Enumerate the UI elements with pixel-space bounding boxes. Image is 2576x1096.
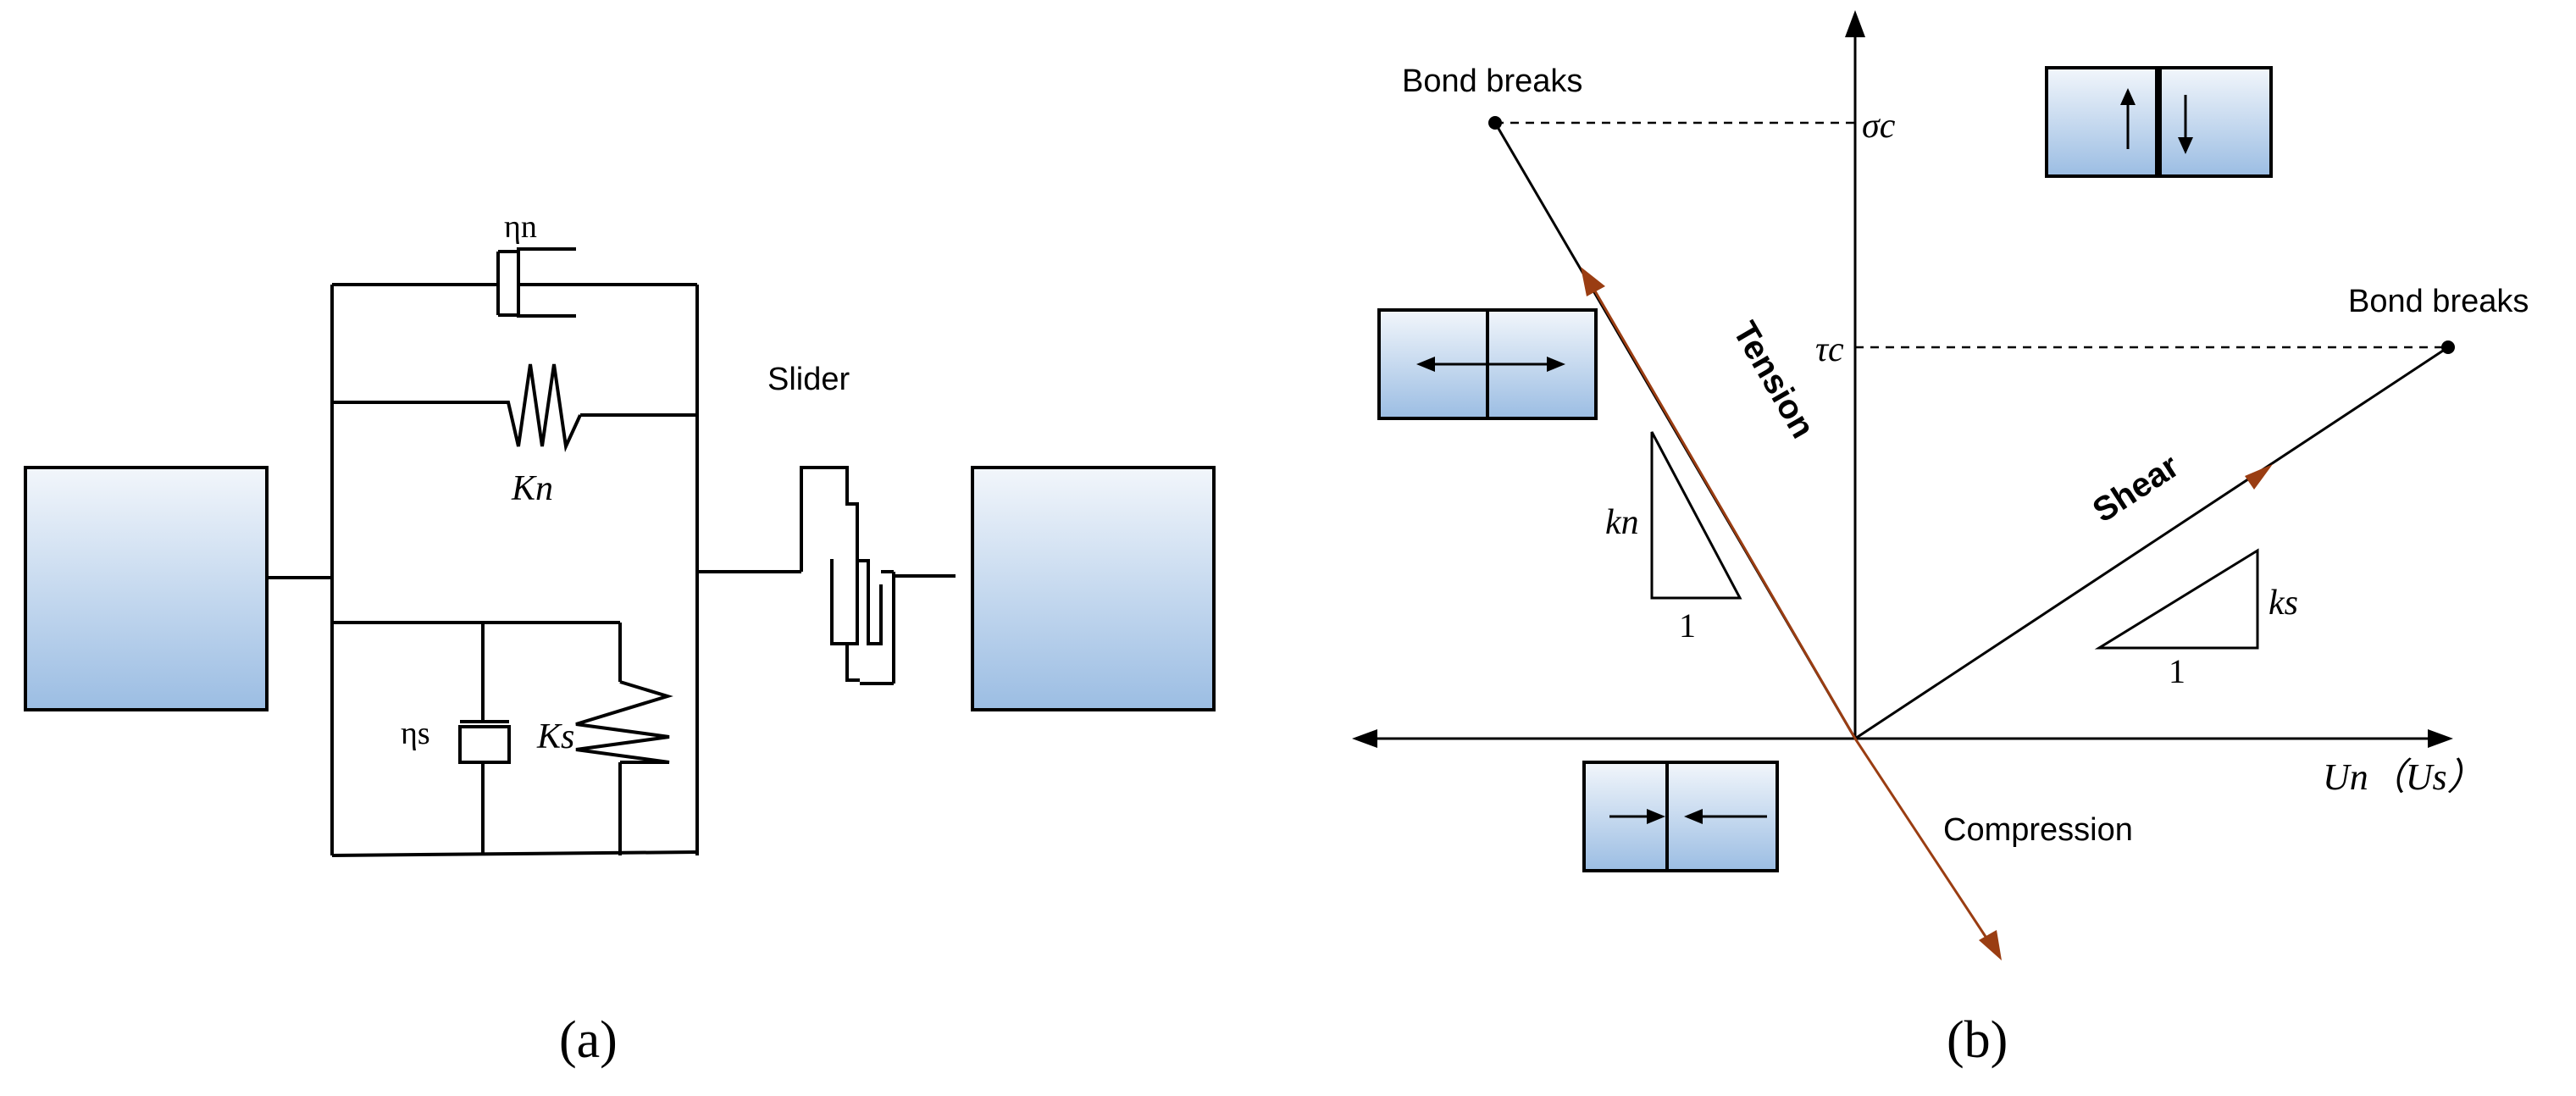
- bond-break-point-right: [2441, 340, 2455, 354]
- unit-one-right-label: 1: [2169, 652, 2185, 690]
- panel-a: ηn Kn ηs Ks Slider (a): [24, 209, 1216, 1069]
- spring-n-icon: [496, 363, 582, 452]
- bond-breaks-left-label: Bond breaks: [1402, 64, 1582, 99]
- caption-b: (b): [1947, 1011, 2008, 1069]
- dashpot-s-icon: [458, 720, 511, 764]
- shear-arrow-icon: [2245, 464, 2273, 490]
- shear-label: Shear: [2086, 447, 2185, 529]
- k-s-stiffness-label: ks: [2269, 584, 2298, 623]
- bond-break-point-left: [1488, 116, 1502, 130]
- tension-arrow-icon: [1581, 267, 1857, 739]
- spring-dashpot-frame: [330, 283, 699, 857]
- kn-triangle: [1650, 431, 1742, 600]
- ks-triangle: [2094, 548, 2259, 650]
- tension-label: Tension: [1726, 316, 1821, 445]
- sigma-c-label: σc: [1862, 107, 1896, 146]
- caption-a: (a): [559, 1011, 618, 1069]
- k-n-stiffness-label: kn: [1605, 503, 1639, 542]
- panel-b: Bond breaks Bond breaks σc τc Tension Sh…: [1352, 10, 2529, 1069]
- slider-icon: [697, 466, 956, 685]
- compression-arrow-icon: [1853, 738, 2002, 960]
- shear-line: [1854, 346, 2449, 740]
- spring-s-icon: [575, 680, 673, 764]
- tau-c-label: τc: [1815, 330, 1844, 369]
- bond-breaks-right-label: Bond breaks: [2348, 284, 2529, 319]
- left-block: [24, 466, 269, 711]
- axes: [1352, 10, 2453, 748]
- shear-block-icon: [2045, 66, 2273, 178]
- compression-label: Compression: [1943, 812, 2133, 848]
- eta-n-label: ηn: [504, 209, 537, 245]
- compression-block-icon: [1582, 761, 1779, 872]
- x-axis-label: Un（Us）: [2323, 756, 2485, 798]
- eta-s-label: ηs: [401, 716, 430, 751]
- unit-one-left-label: 1: [1679, 606, 1696, 645]
- k-s-label: Ks: [536, 717, 574, 756]
- tension-block-icon: [1377, 308, 1598, 420]
- slider-label: Slider: [767, 362, 850, 397]
- dashpot-n-icon: [496, 247, 576, 318]
- k-n-label: Kn: [511, 469, 553, 508]
- right-block: [971, 466, 1216, 711]
